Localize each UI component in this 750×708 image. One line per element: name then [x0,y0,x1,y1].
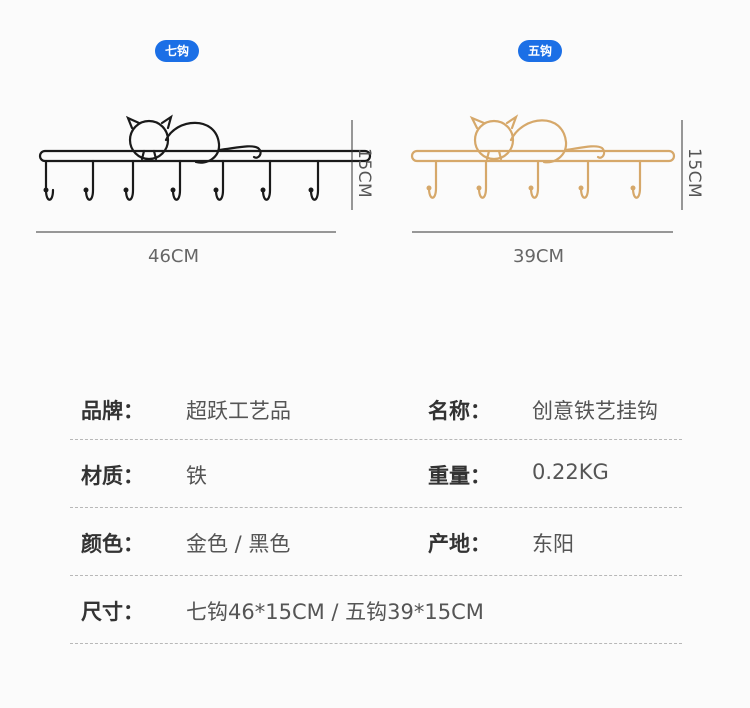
origin-value: 东阳 [532,532,574,556]
product-name-value: 创意铁艺挂钩 [532,399,658,423]
spec-row-brand: 品牌： 超跃工艺品 名称： 创意铁艺挂钩 [70,375,682,440]
badge-five-hook: 五钩 [518,40,563,62]
seven-hook-hanger-image [36,114,372,233]
seven-hook-height-line [351,120,353,210]
brand-value: 超跃工艺品 [186,399,291,423]
seven-hook-height-label: 15CM [354,148,374,199]
material-label: 材质： [81,464,144,488]
weight-label: 重量： [428,464,491,488]
seven-hook-width-label: 46CM [148,246,200,267]
color-value: 金色 / 黑色 [186,532,291,556]
spec-row-color: 颜色： 金色 / 黑色 产地： 东阳 [70,508,682,576]
five-hook-height-label: 15CM [684,148,704,199]
brand-label: 品牌： [81,399,144,423]
badge-seven-hook: 七钩 [155,40,200,62]
spec-row-material: 材质： 铁 重量： 0.22KG [70,440,682,508]
size-label: 尺寸： [81,600,144,624]
color-label: 颜色： [81,532,144,556]
origin-label: 产地： [428,532,491,556]
size-value: 七钩46*15CM / 五钩39*15CM [186,600,484,624]
material-value: 铁 [186,464,207,488]
five-hook-hanger-image [410,114,676,233]
product-name-label: 名称： [428,399,491,423]
spec-table: 品牌： 超跃工艺品 名称： 创意铁艺挂钩 材质： 铁 重量： 0.22KG 颜色… [70,375,682,644]
spec-row-size: 尺寸： 七钩46*15CM / 五钩39*15CM [70,576,682,644]
weight-value: 0.22KG [532,460,609,484]
five-hook-height-line [681,120,683,210]
five-hook-width-label: 39CM [513,246,565,267]
